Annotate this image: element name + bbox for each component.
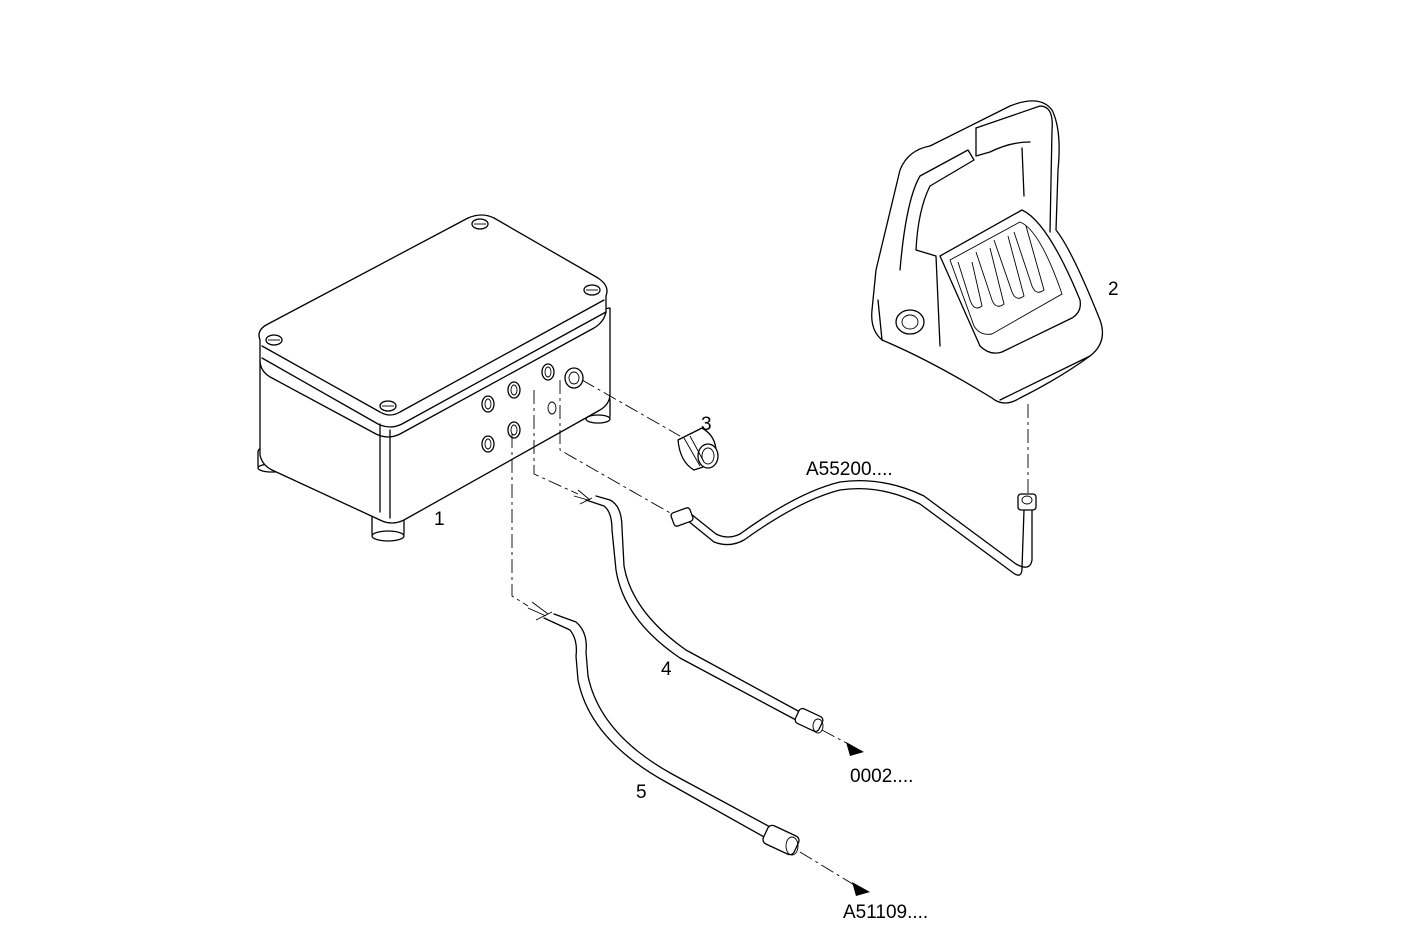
reference-0002: 0002.... bbox=[850, 766, 913, 787]
box-sockets bbox=[481, 363, 584, 453]
callout-4: 4 bbox=[661, 659, 672, 680]
callout-2: 2 bbox=[1108, 279, 1119, 300]
lid-screws bbox=[265, 218, 601, 412]
cable-a55200 bbox=[670, 479, 1037, 576]
plug-3 bbox=[677, 427, 719, 471]
arrow-cable-5 bbox=[852, 882, 870, 896]
callout-3: 3 bbox=[701, 414, 712, 435]
foot-pedal bbox=[871, 100, 1104, 404]
cable-4 bbox=[573, 489, 824, 734]
cable-5 bbox=[527, 601, 800, 856]
callout-1: 1 bbox=[434, 509, 445, 530]
control-box bbox=[257, 214, 611, 542]
reference-a51109: A51109.... bbox=[843, 902, 928, 923]
reference-a55200: A55200.... bbox=[806, 459, 893, 480]
pedal-tread bbox=[949, 221, 1063, 335]
callout-5: 5 bbox=[636, 782, 647, 803]
assembly-lines bbox=[511, 379, 1029, 887]
arrow-cable-4 bbox=[846, 742, 864, 756]
